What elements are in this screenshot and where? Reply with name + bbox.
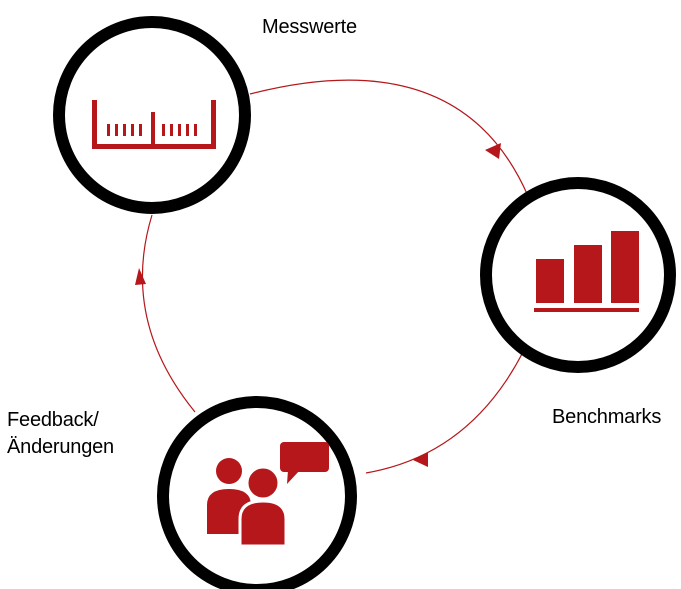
label-feedback-line2: Änderungen: [7, 436, 114, 458]
arrowhead-to-benchmarks: [485, 143, 501, 159]
arc-benchmarks-to-feedback: [365, 351, 524, 474]
ruler-icon: [92, 100, 216, 149]
label-feedback: Feedback/ Änderungen: [7, 407, 114, 461]
node-measurements: [53, 16, 251, 214]
people-chat-icon: [207, 442, 329, 548]
arc-feedback-to-measurements: [141, 214, 196, 413]
arrowhead-to-measurements: [135, 268, 146, 285]
arc-measurements-to-benchmarks: [249, 79, 529, 197]
cycle-arcs: [141, 79, 529, 474]
label-measurements: Messwerte: [262, 16, 357, 38]
bar-chart-icon: [534, 231, 639, 312]
cycle-arrowheads: [135, 143, 501, 467]
label-feedback-line1: Feedback/: [7, 409, 99, 431]
node-feedback: [157, 396, 357, 589]
arrowhead-to-feedback: [413, 452, 428, 467]
node-benchmarks: [480, 177, 676, 373]
label-benchmarks: Benchmarks: [552, 406, 662, 428]
